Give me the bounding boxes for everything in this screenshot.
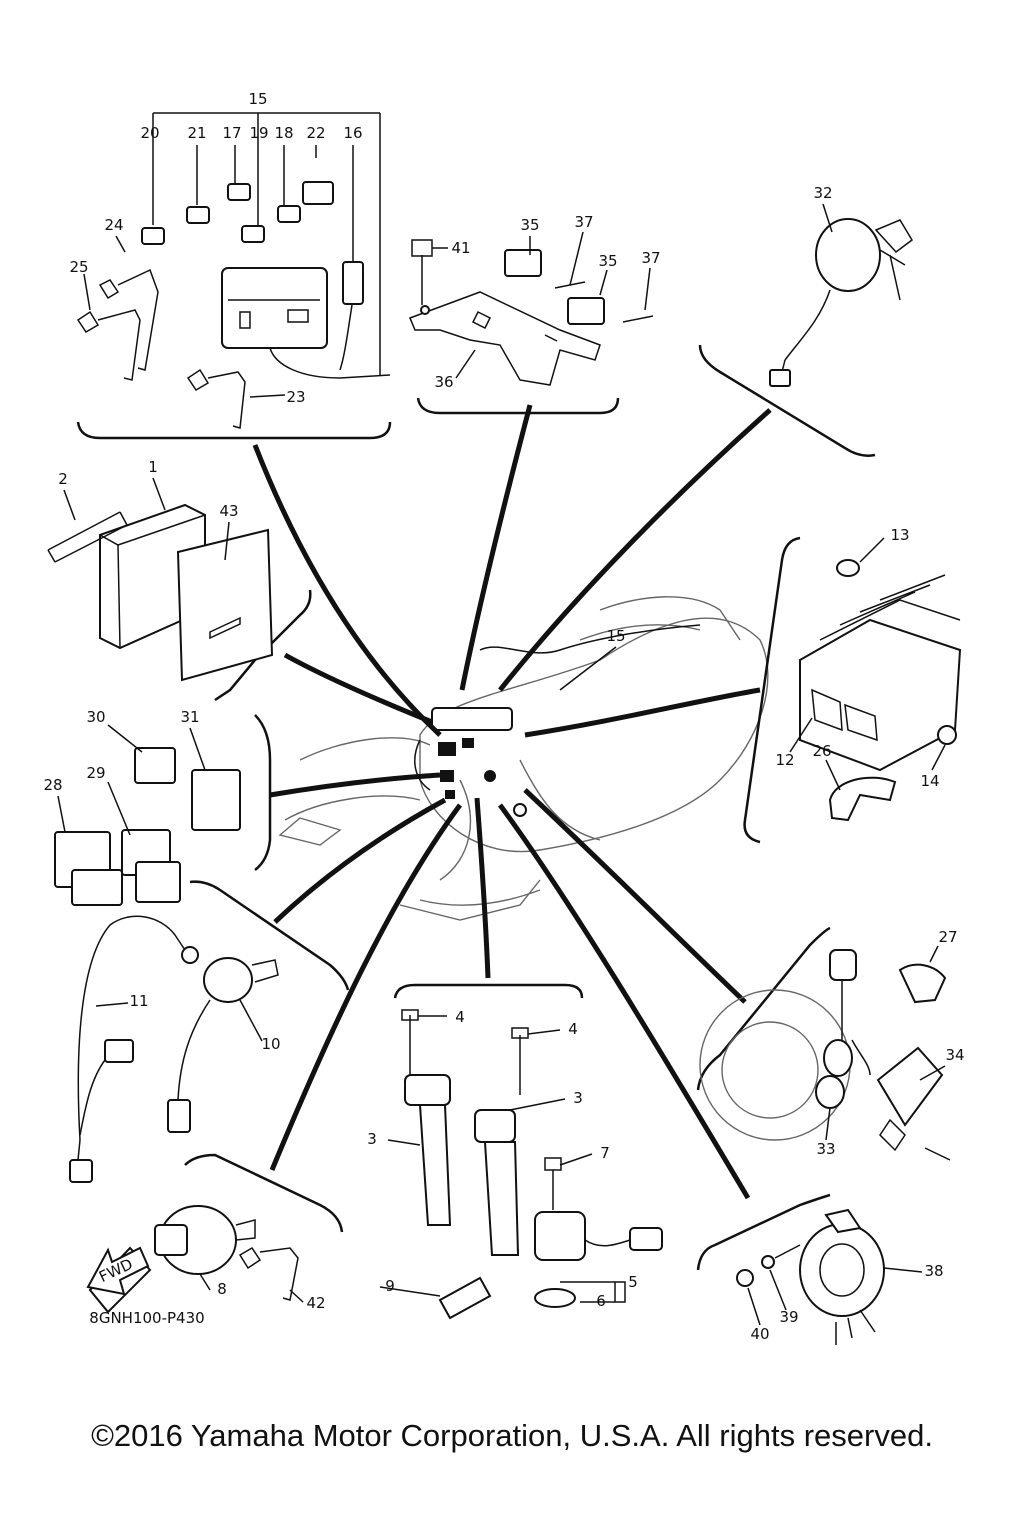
callout-21: 21	[187, 124, 206, 142]
fwd-arrow-icon: FWD	[86, 1246, 150, 1296]
callout-28: 28	[43, 776, 62, 794]
callout-11: 11	[129, 992, 148, 1010]
callout-15: 15	[248, 90, 267, 108]
callout-38: 38	[924, 1262, 943, 1280]
callout-7: 7	[600, 1144, 610, 1162]
callout-23: 23	[286, 388, 305, 406]
callout-17: 17	[222, 124, 241, 142]
callout-43: 43	[219, 502, 238, 520]
copyright-notice: ©2016 Yamaha Motor Corporation, U.S.A. A…	[91, 1418, 933, 1453]
callout-27: 27	[938, 928, 957, 946]
callout-34: 34	[945, 1046, 964, 1064]
callout-40: 40	[750, 1325, 769, 1343]
callout-8: 8	[217, 1280, 227, 1298]
ignition-coil-group	[393, 983, 663, 1320]
callout-9: 9	[385, 1277, 395, 1295]
callout-labels: 15 20 21 17 19 18 22 16 24 25 23 41 35 3…	[43, 90, 964, 1343]
callout-2: 2	[58, 470, 68, 488]
callout-29: 29	[86, 764, 105, 782]
callout-6: 6	[596, 1292, 606, 1310]
rectifier-group	[743, 536, 962, 844]
callout-19: 19	[249, 124, 268, 142]
callout-20: 20	[140, 124, 159, 142]
callout-15-frame: 15	[606, 627, 625, 645]
callout-5: 5	[628, 1273, 638, 1291]
callout-41: 41	[451, 239, 470, 257]
callout-10: 10	[261, 1035, 280, 1053]
callout-3: 3	[573, 1089, 583, 1107]
ecu-group	[47, 503, 312, 702]
callout-4: 4	[455, 1008, 465, 1026]
relays-group	[54, 714, 272, 906]
callout-22: 22	[306, 124, 325, 142]
callout-16: 16	[343, 124, 362, 142]
callout-leader-ticks	[57, 203, 946, 1326]
callout-18: 18	[274, 124, 293, 142]
callout-12: 12	[775, 751, 794, 769]
callout-1: 1	[148, 458, 158, 476]
fuse-box-group	[76, 112, 392, 440]
callout-25: 25	[69, 258, 88, 276]
lead-wire-sensor-group	[69, 880, 350, 1183]
callout-3-second: 3	[367, 1130, 377, 1148]
callout-37: 37	[574, 213, 593, 231]
callout-35-second: 35	[598, 252, 617, 270]
leader-lines	[252, 404, 772, 1200]
pressure-sensor-group	[88, 1153, 344, 1314]
speed-sensor-group	[696, 926, 951, 1161]
callout-35: 35	[520, 216, 539, 234]
callout-37-second: 37	[641, 249, 660, 267]
main-switch-group	[698, 218, 913, 457]
callout-32: 32	[813, 184, 832, 202]
callout-4-second: 4	[568, 1020, 578, 1038]
callout-36: 36	[434, 373, 453, 391]
callout-33: 33	[816, 1140, 835, 1158]
callout-42: 42	[306, 1294, 325, 1312]
callout-14: 14	[920, 772, 939, 790]
callout-30: 30	[86, 708, 105, 726]
callout-13: 13	[890, 526, 909, 544]
motorcycle-frame-illustration	[278, 596, 769, 921]
callout-31: 31	[180, 708, 199, 726]
callout-26: 26	[812, 742, 831, 760]
callout-39: 39	[779, 1308, 798, 1326]
drawing-code: 8GNH100-P430	[89, 1309, 204, 1327]
horn-group	[696, 1193, 885, 1345]
callout-24: 24	[104, 216, 123, 234]
